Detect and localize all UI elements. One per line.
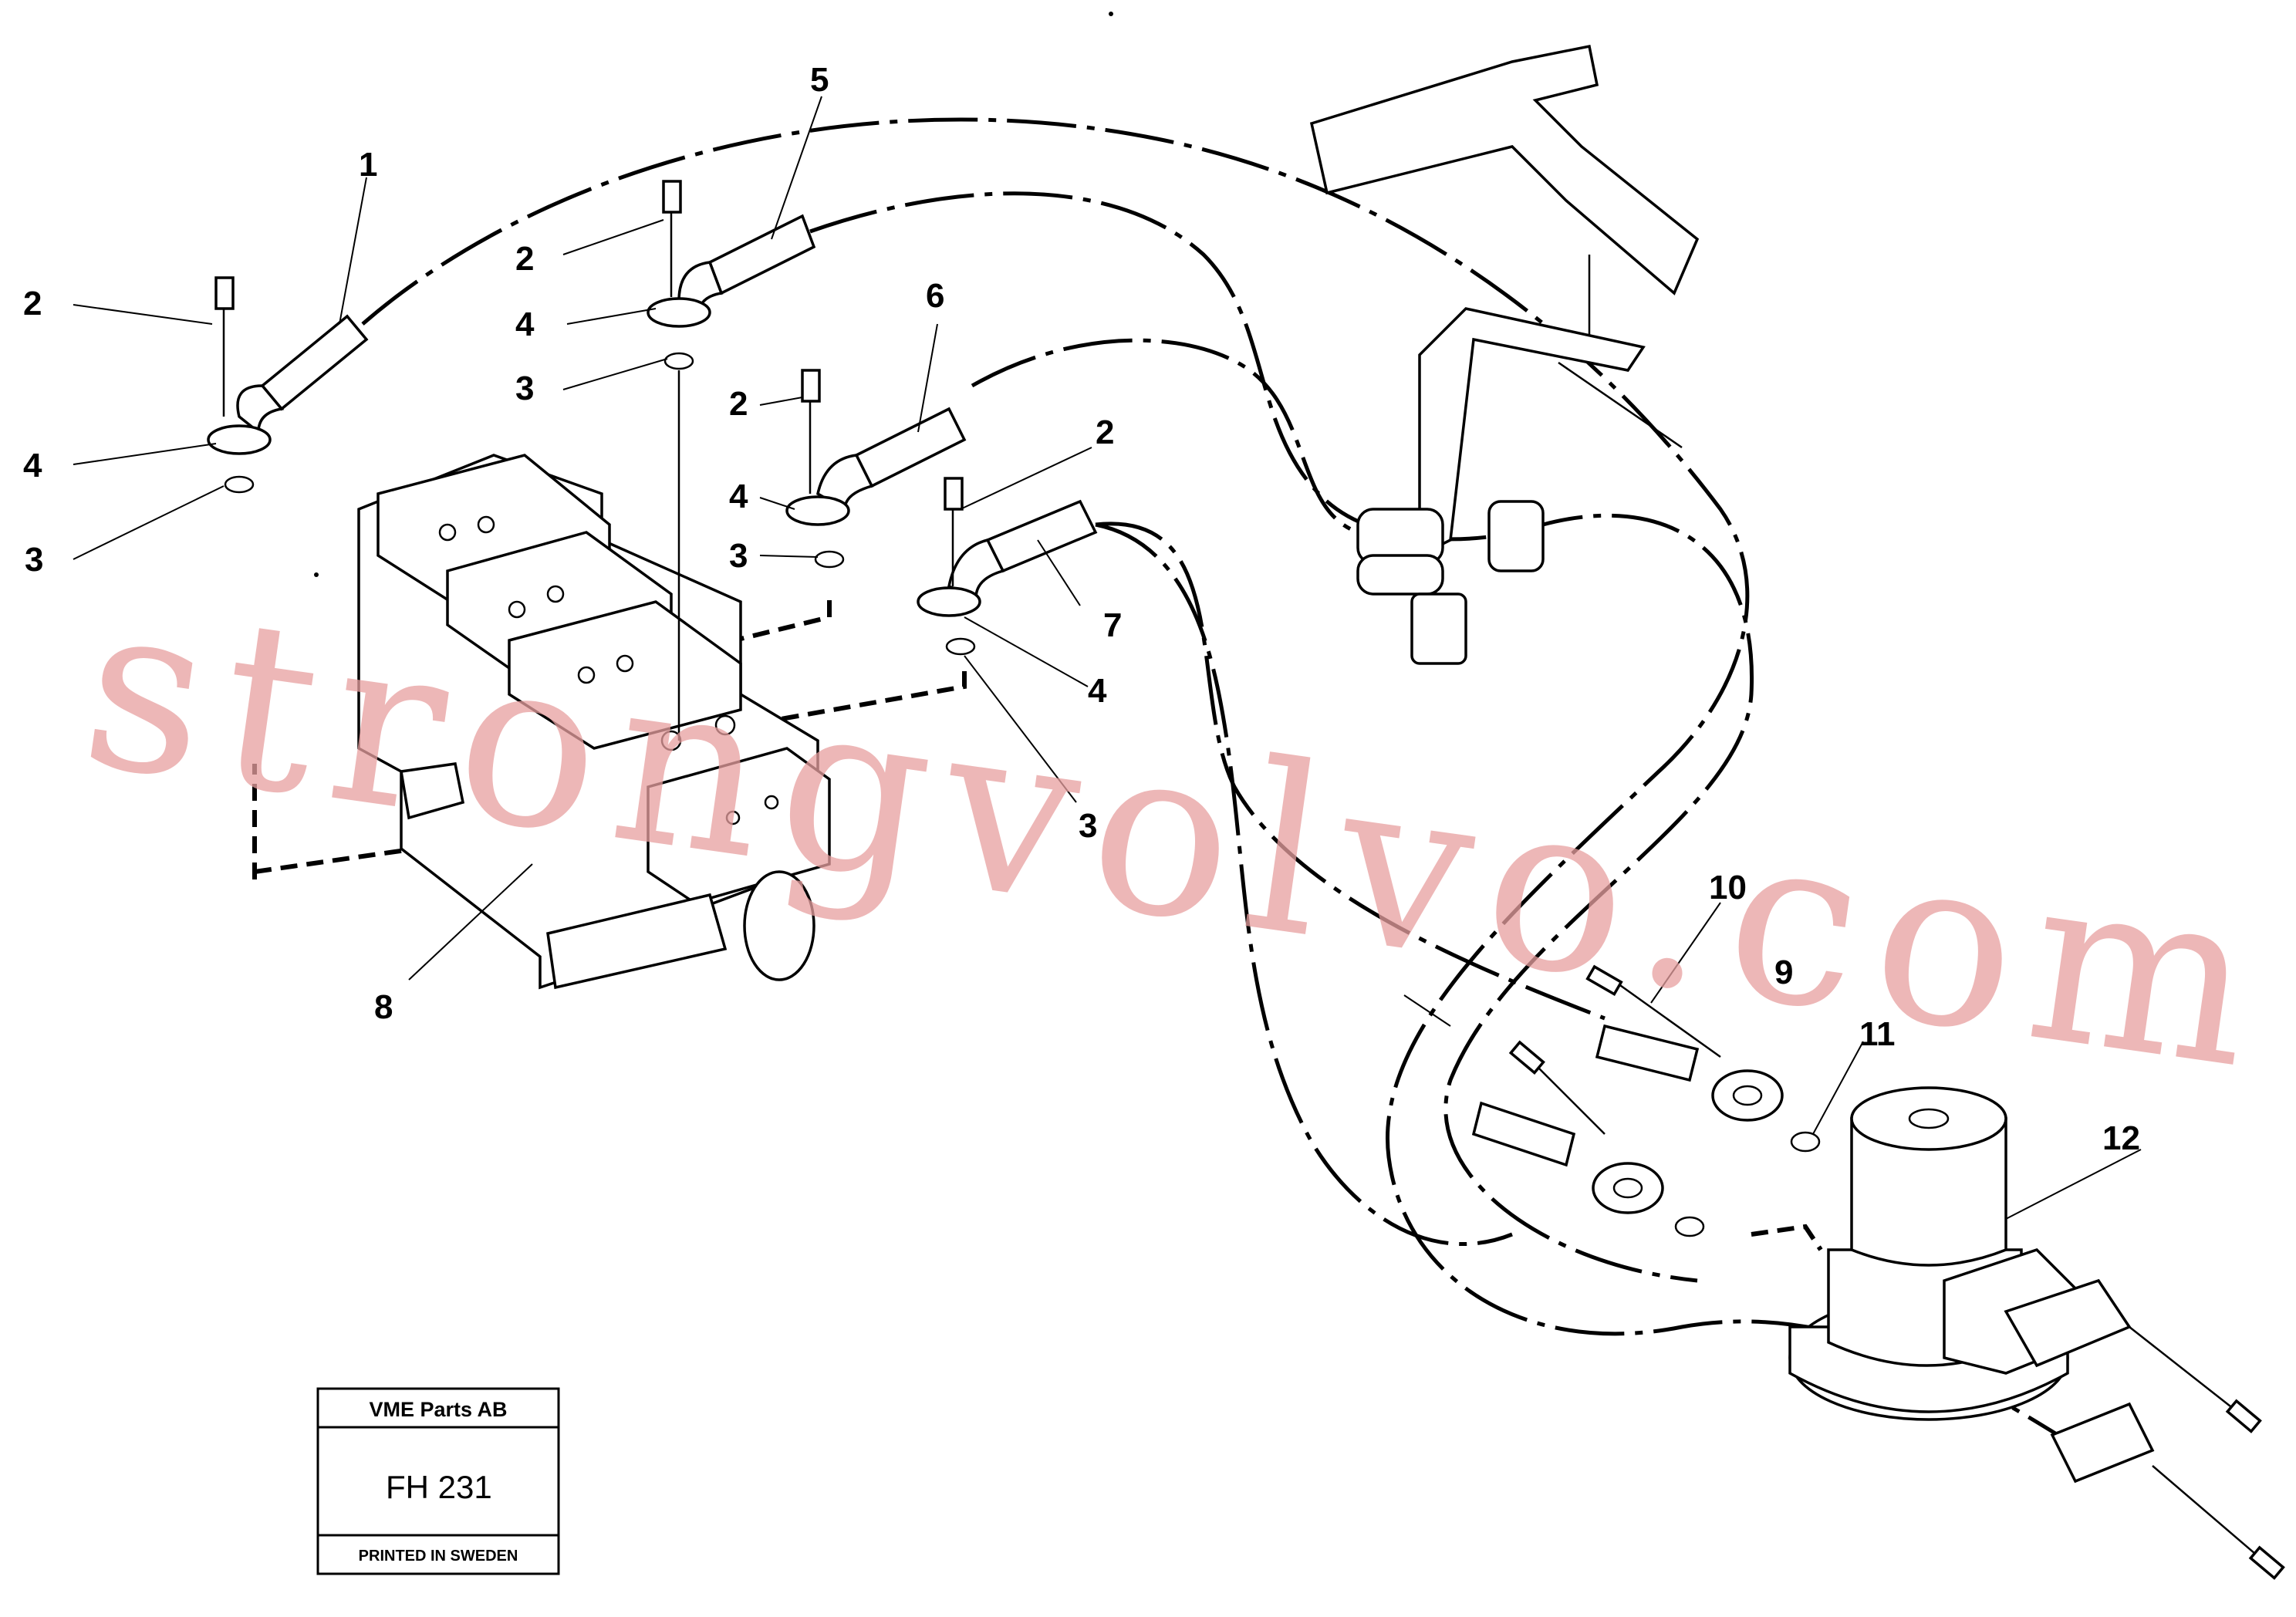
callout-7: 7	[1103, 606, 1122, 644]
callout-11: 11	[1859, 1015, 1896, 1053]
control-valve-assembly	[357, 454, 831, 990]
callout-4: 4	[729, 478, 748, 515]
title-block-footer: PRINTED IN SWEDEN	[359, 1548, 518, 1565]
callout-8: 8	[374, 988, 393, 1026]
callout-2: 2	[729, 385, 748, 423]
stray-dot	[1109, 12, 1113, 16]
fitting-7	[917, 477, 1098, 656]
swivel-joint	[1788, 1086, 2285, 1580]
watermark: strongvolvo.com	[69, 549, 2284, 1122]
leader-lines	[73, 96, 2142, 1220]
title-block-figure: FH 231	[386, 1469, 492, 1505]
callout-3: 3	[515, 370, 534, 407]
callout-numbers: 1 2 4 3 5 2 4 3 6 2 4 3 2 7 4 3 8 10 9 1…	[23, 61, 2140, 1157]
fittings-9	[1471, 964, 1821, 1237]
callout-6: 6	[926, 277, 944, 315]
callout-2: 2	[515, 240, 534, 278]
callout-2: 2	[1096, 414, 1114, 451]
callout-4: 4	[1088, 672, 1107, 710]
callout-4: 4	[23, 447, 42, 484]
title-block-company: VME Parts AB	[369, 1398, 507, 1421]
fitting-5	[647, 180, 816, 741]
stray-dot	[314, 572, 319, 577]
callout-1: 1	[359, 146, 377, 184]
frame-bracket	[1309, 44, 1700, 665]
callout-9: 9	[1774, 954, 1793, 991]
callout-4: 4	[515, 306, 535, 343]
title-block: VME Parts AB FH 231 PRINTED IN SWEDEN	[316, 1387, 560, 1575]
callout-3: 3	[729, 537, 748, 575]
fitting-1	[207, 276, 369, 494]
callout-5: 5	[810, 61, 829, 99]
callout-2: 2	[23, 285, 42, 322]
callout-3: 3	[25, 541, 43, 579]
callout-3: 3	[1079, 807, 1097, 845]
callout-10: 10	[1709, 869, 1747, 906]
fitting-6	[785, 369, 967, 569]
callout-12: 12	[2102, 1119, 2140, 1157]
